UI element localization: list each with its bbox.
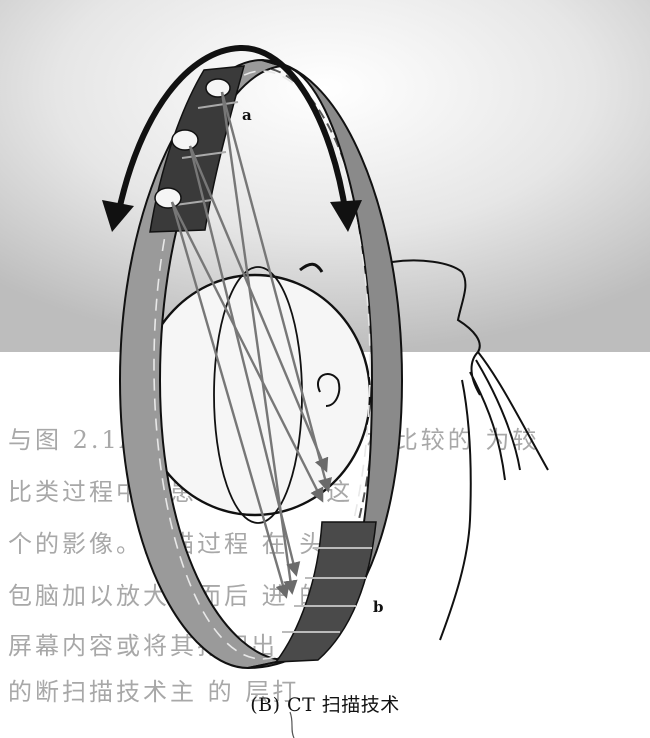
detector-label-b: b [373,598,384,616]
xray-tube-1 [206,79,230,97]
patient-head [140,275,370,515]
xray-tube-3 [155,188,181,208]
source-label-a: a [242,106,252,124]
figure-caption: (B) CT 扫描技术 [0,690,650,717]
xray-tube-2 [172,130,198,150]
